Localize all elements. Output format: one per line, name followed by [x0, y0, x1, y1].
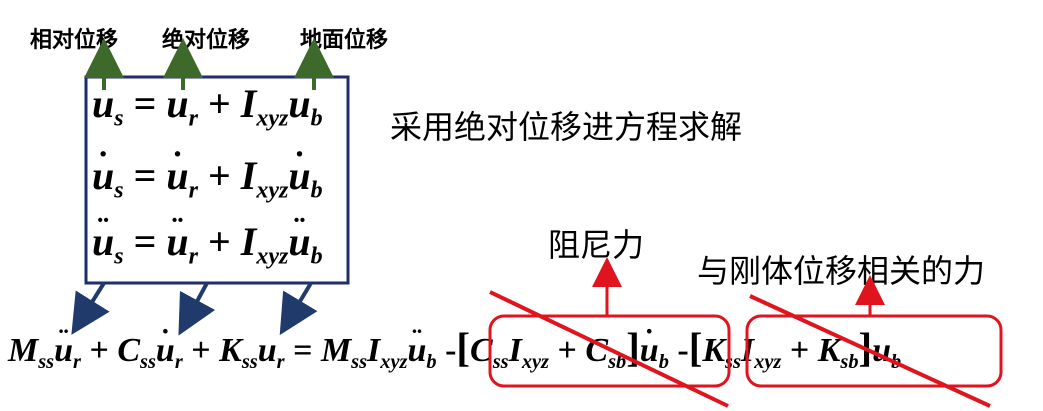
arrow-to-vel	[178, 282, 216, 336]
arrow-to-accel	[71, 281, 110, 335]
arrow-to-disp	[279, 281, 318, 336]
label-rigid-body-force: 与刚体位移相关的力	[697, 252, 986, 290]
damping-strike	[489, 290, 729, 408]
equation-velocity: us = ur + Ixyzub	[92, 152, 323, 204]
equation-acceleration: us = ur + Ixyzub	[92, 218, 323, 270]
heading-solve-absolute: 采用绝对位移进方程求解	[390, 108, 743, 146]
rigid-strike	[749, 294, 991, 408]
equation-displacement: us = ur + Ixyzub	[92, 81, 323, 132]
equation-box	[84, 75, 350, 285]
rigid-term-box	[745, 314, 1003, 388]
damping-term-box	[488, 314, 731, 388]
